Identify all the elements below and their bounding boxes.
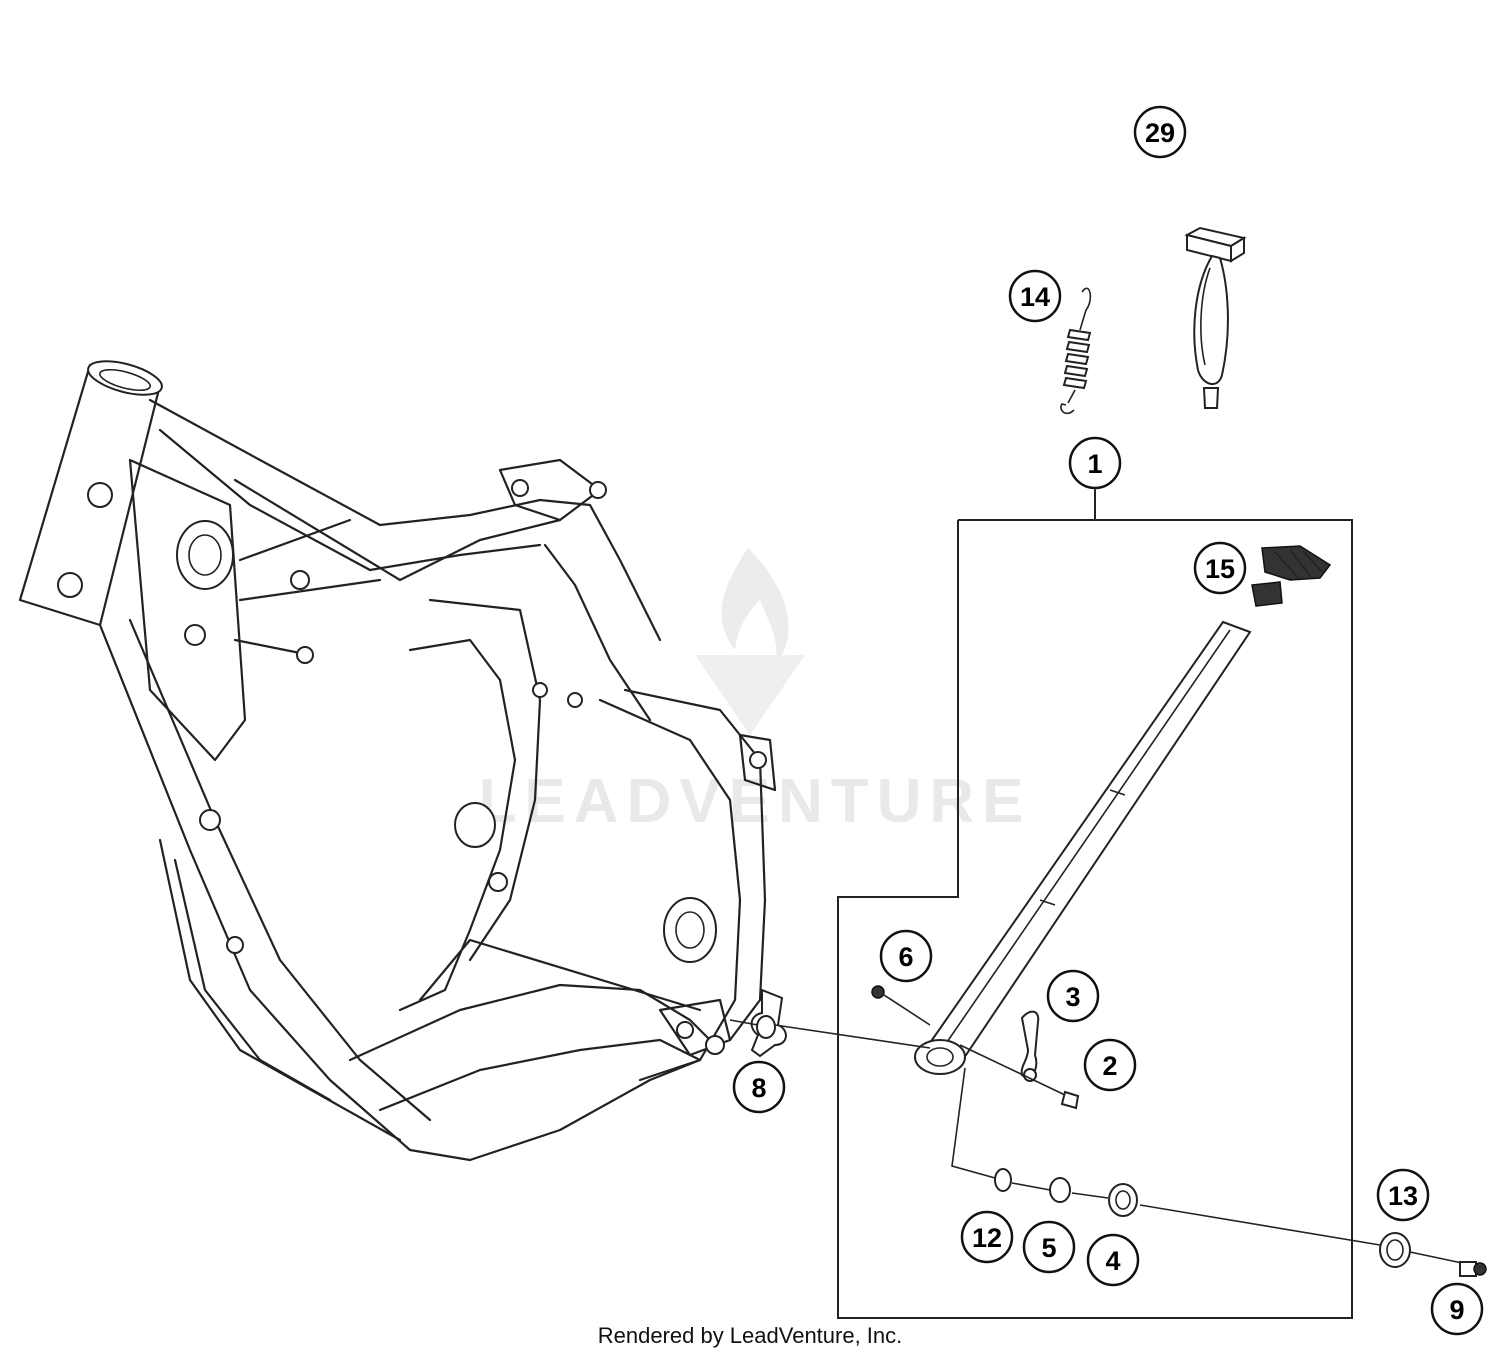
part-2-bolt [959,1044,1080,1110]
callout-1: 1 [1068,436,1122,490]
callout-1-label: 1 [1087,449,1102,479]
pivot-hardware [951,1067,1487,1277]
callout-3: 3 [1046,969,1100,1023]
callout-2: 2 [1083,1038,1137,1092]
callout-6: 6 [879,929,933,983]
callout-9-label: 9 [1449,1295,1464,1325]
part-13-bushing [1379,1232,1411,1268]
part-12-circlip [994,1168,1012,1192]
watermark: LEADVENTURE [478,548,1031,836]
part-1-side-stand [914,620,1252,1075]
callout-29: 29 [1133,105,1187,159]
watermark-text: LEADVENTURE [478,767,1031,836]
part-6-ball [871,985,931,1026]
callout-14-label: 14 [1020,282,1050,312]
callout-8: 8 [732,1060,786,1114]
callout-15-label: 15 [1205,554,1235,584]
motorcycle-frame [18,360,777,1162]
callout-8-label: 8 [751,1073,766,1103]
part-14-spring [1060,287,1092,415]
callout-4: 4 [1086,1233,1140,1287]
kit-box-part-1 [837,490,1353,1319]
part-3-lever [1020,1010,1040,1082]
callout-2-label: 2 [1102,1051,1117,1081]
callout-4-label: 4 [1105,1246,1120,1276]
callout-14: 14 [1008,269,1062,323]
part-8-bracket [729,988,931,1058]
callout-9: 9 [1430,1282,1484,1336]
callout-5: 5 [1022,1220,1076,1274]
part-15-foot-pad [1251,545,1332,607]
callout-15: 15 [1193,541,1247,595]
callout-29-label: 29 [1145,118,1175,148]
callout-6-label: 6 [898,942,913,972]
callout-13: 13 [1376,1168,1430,1222]
callout-5-label: 5 [1041,1233,1056,1263]
callout-12: 12 [960,1210,1014,1264]
part-29-tool [1184,226,1247,409]
callout-12-label: 12 [972,1223,1002,1253]
render-credit: Rendered by LeadVenture, Inc. [597,1323,903,1348]
callout-13-label: 13 [1388,1181,1418,1211]
part-5-washer [1049,1177,1071,1203]
callout-3-label: 3 [1065,982,1080,1012]
part-9-bolt [1459,1261,1477,1277]
part-4-bushing [1108,1183,1138,1217]
